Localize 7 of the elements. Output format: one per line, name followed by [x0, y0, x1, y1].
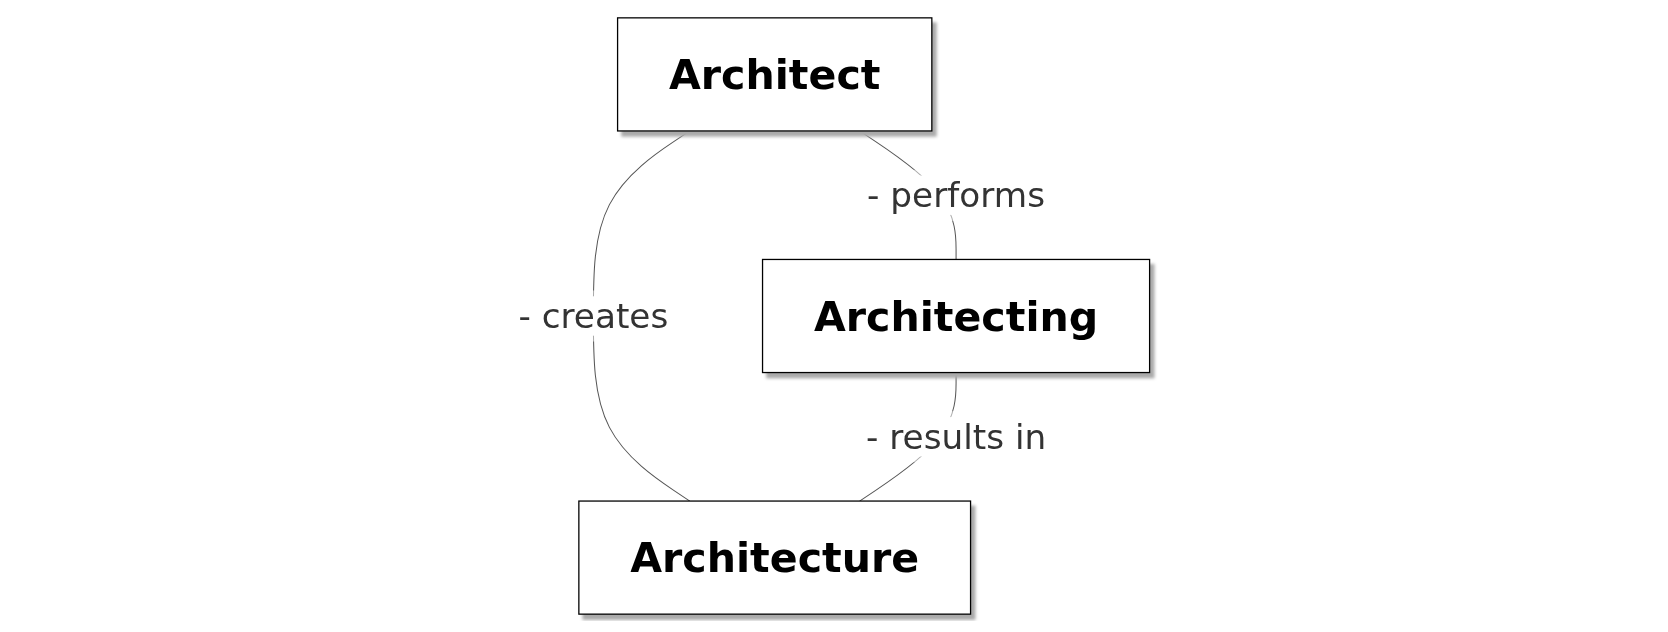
edge-label: - creates: [518, 296, 669, 336]
connector: [592, 130, 691, 502]
edge-label: - performs: [867, 175, 1046, 215]
node-box: Architecture: [578, 500, 972, 615]
node-box: Architect: [616, 17, 933, 132]
edge-label: - results in: [865, 417, 1047, 457]
node-box: Architecting: [761, 258, 1151, 374]
